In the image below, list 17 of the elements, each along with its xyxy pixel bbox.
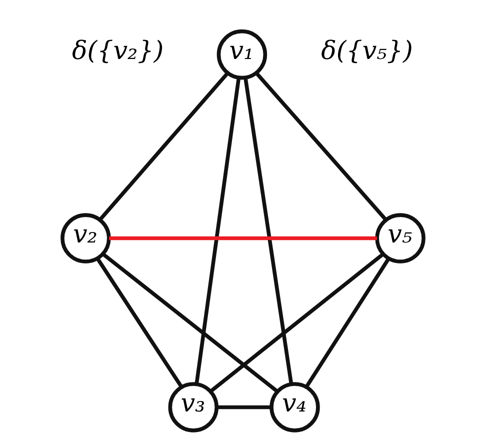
connector: [194, 77, 240, 384]
connector: [108, 236, 376, 240]
node-circle: v₂: [60, 213, 110, 264]
label: δ({v₅}): [320, 34, 412, 65]
connector: [216, 405, 271, 410]
node-circle: v₁: [216, 29, 267, 80]
connector: [243, 77, 293, 384]
connector: [254, 72, 386, 220]
connector: [209, 252, 384, 393]
connector: [102, 252, 278, 394]
node-circle: v₅: [374, 213, 425, 264]
connector: [96, 258, 182, 388]
connector: [304, 258, 390, 388]
label: δ({v₂}): [71, 34, 164, 65]
connector: [98, 72, 228, 220]
node-circle: v₄: [269, 382, 320, 432]
node-circle: v₃: [168, 382, 218, 432]
